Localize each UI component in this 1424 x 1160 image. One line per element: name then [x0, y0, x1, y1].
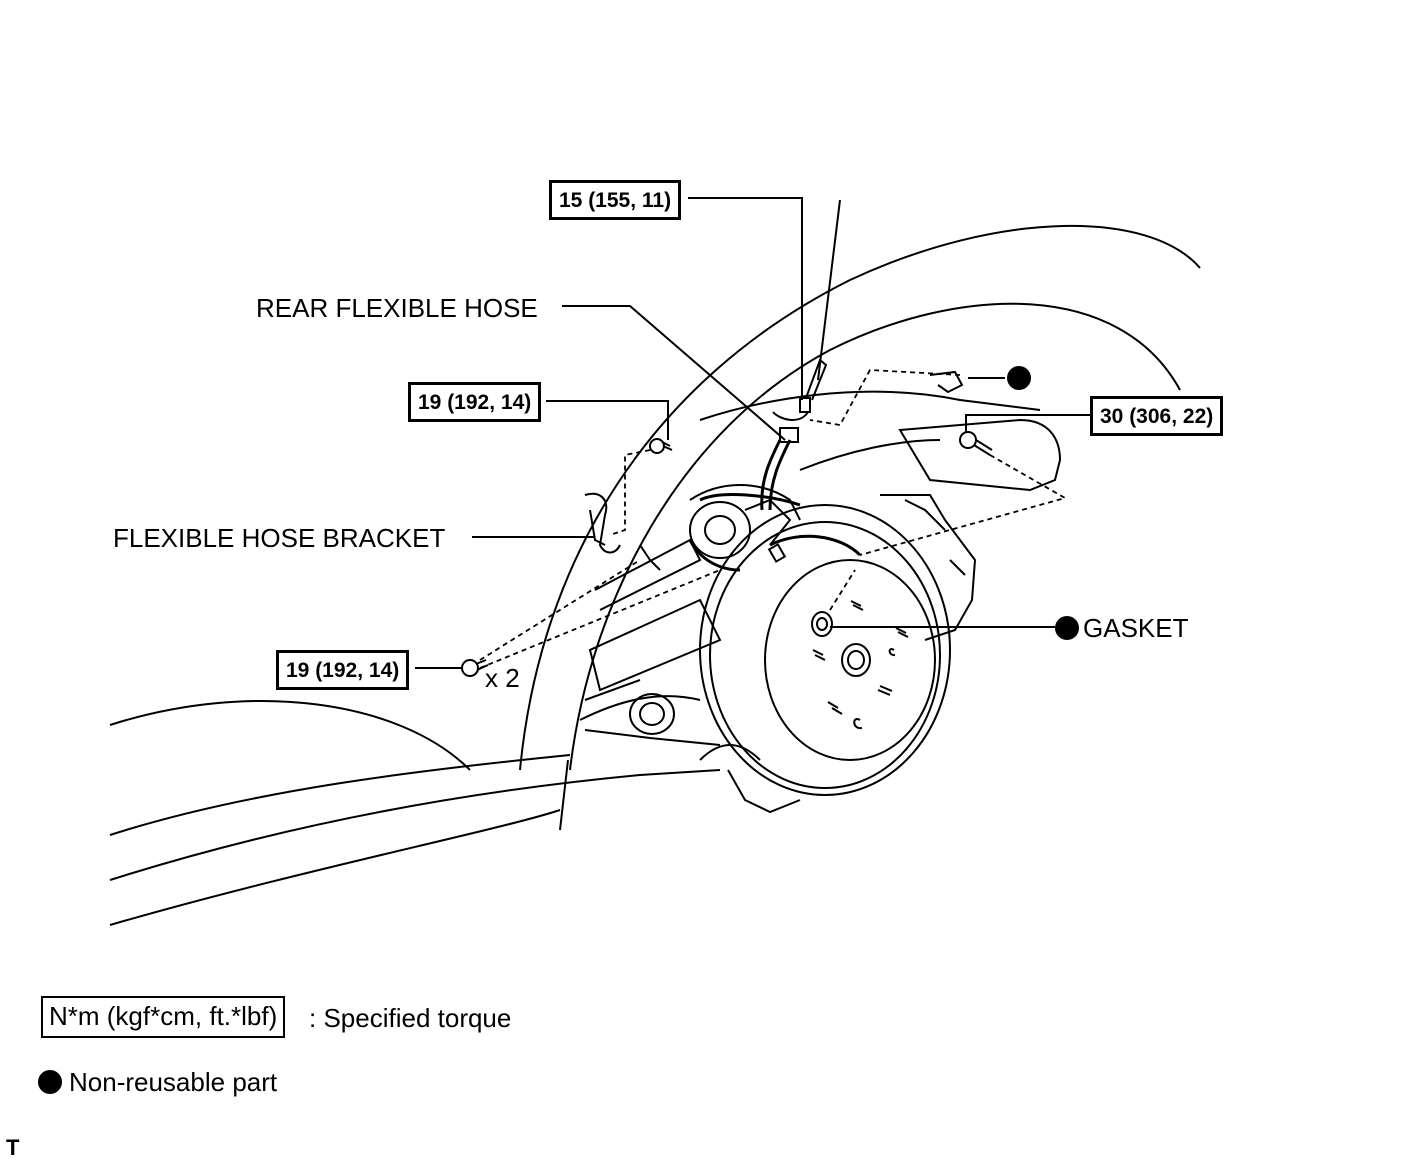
torque-value: 15 (155, 11): [559, 189, 672, 212]
torque-bracket-lower: 19 (192, 14): [276, 650, 410, 690]
leader-lines: [415, 197, 1090, 669]
torque-value: 30 (306, 22): [1100, 405, 1214, 428]
torque-caliper: 30 (306, 22): [1090, 396, 1224, 436]
torque-value: 19 (192, 14): [418, 391, 532, 414]
corner-mark: T: [6, 1135, 20, 1160]
bolt-upper: [649, 438, 673, 454]
bolt-caliper: [959, 431, 993, 456]
suspension-arm: [584, 538, 761, 761]
installation-guides: [479, 369, 1068, 669]
callout-quantity: x 2: [485, 663, 520, 693]
caliper: [880, 418, 1062, 641]
legend-nonreusable-label: Non-reusable part: [69, 1067, 278, 1097]
gasket-part: [811, 611, 833, 637]
callout-flexible-hose-bracket: FLEXIBLE HOSE BRACKET: [113, 523, 446, 553]
torque-bracket-upper: 19 (192, 14): [408, 382, 542, 422]
legend-torque-unit: N*m (kgf*cm, ft.*lbf): [49, 1001, 278, 1031]
legend-torque-box: N*m (kgf*cm, ft.*lbf): [41, 996, 286, 1038]
nonreusable-marker-gasket: [1055, 616, 1079, 640]
callout-gasket: GASKET: [1083, 613, 1189, 643]
clip: [929, 370, 964, 394]
torque-value: 19 (192, 14): [286, 659, 400, 682]
flexible-hose-bracket: [584, 492, 661, 571]
torque-hose-union: 15 (155, 11): [549, 180, 682, 220]
brake-disc: [699, 504, 951, 814]
legend-torque-desc: : Specified torque: [309, 1003, 512, 1033]
legend-nonreusable-icon: [38, 1070, 62, 1094]
nonreusable-marker-clip: [1007, 366, 1031, 390]
callout-rear-flexible-hose: REAR FLEXIBLE HOSE: [256, 293, 538, 323]
brake-hose: [688, 439, 862, 572]
body-outline: [109, 225, 1201, 926]
